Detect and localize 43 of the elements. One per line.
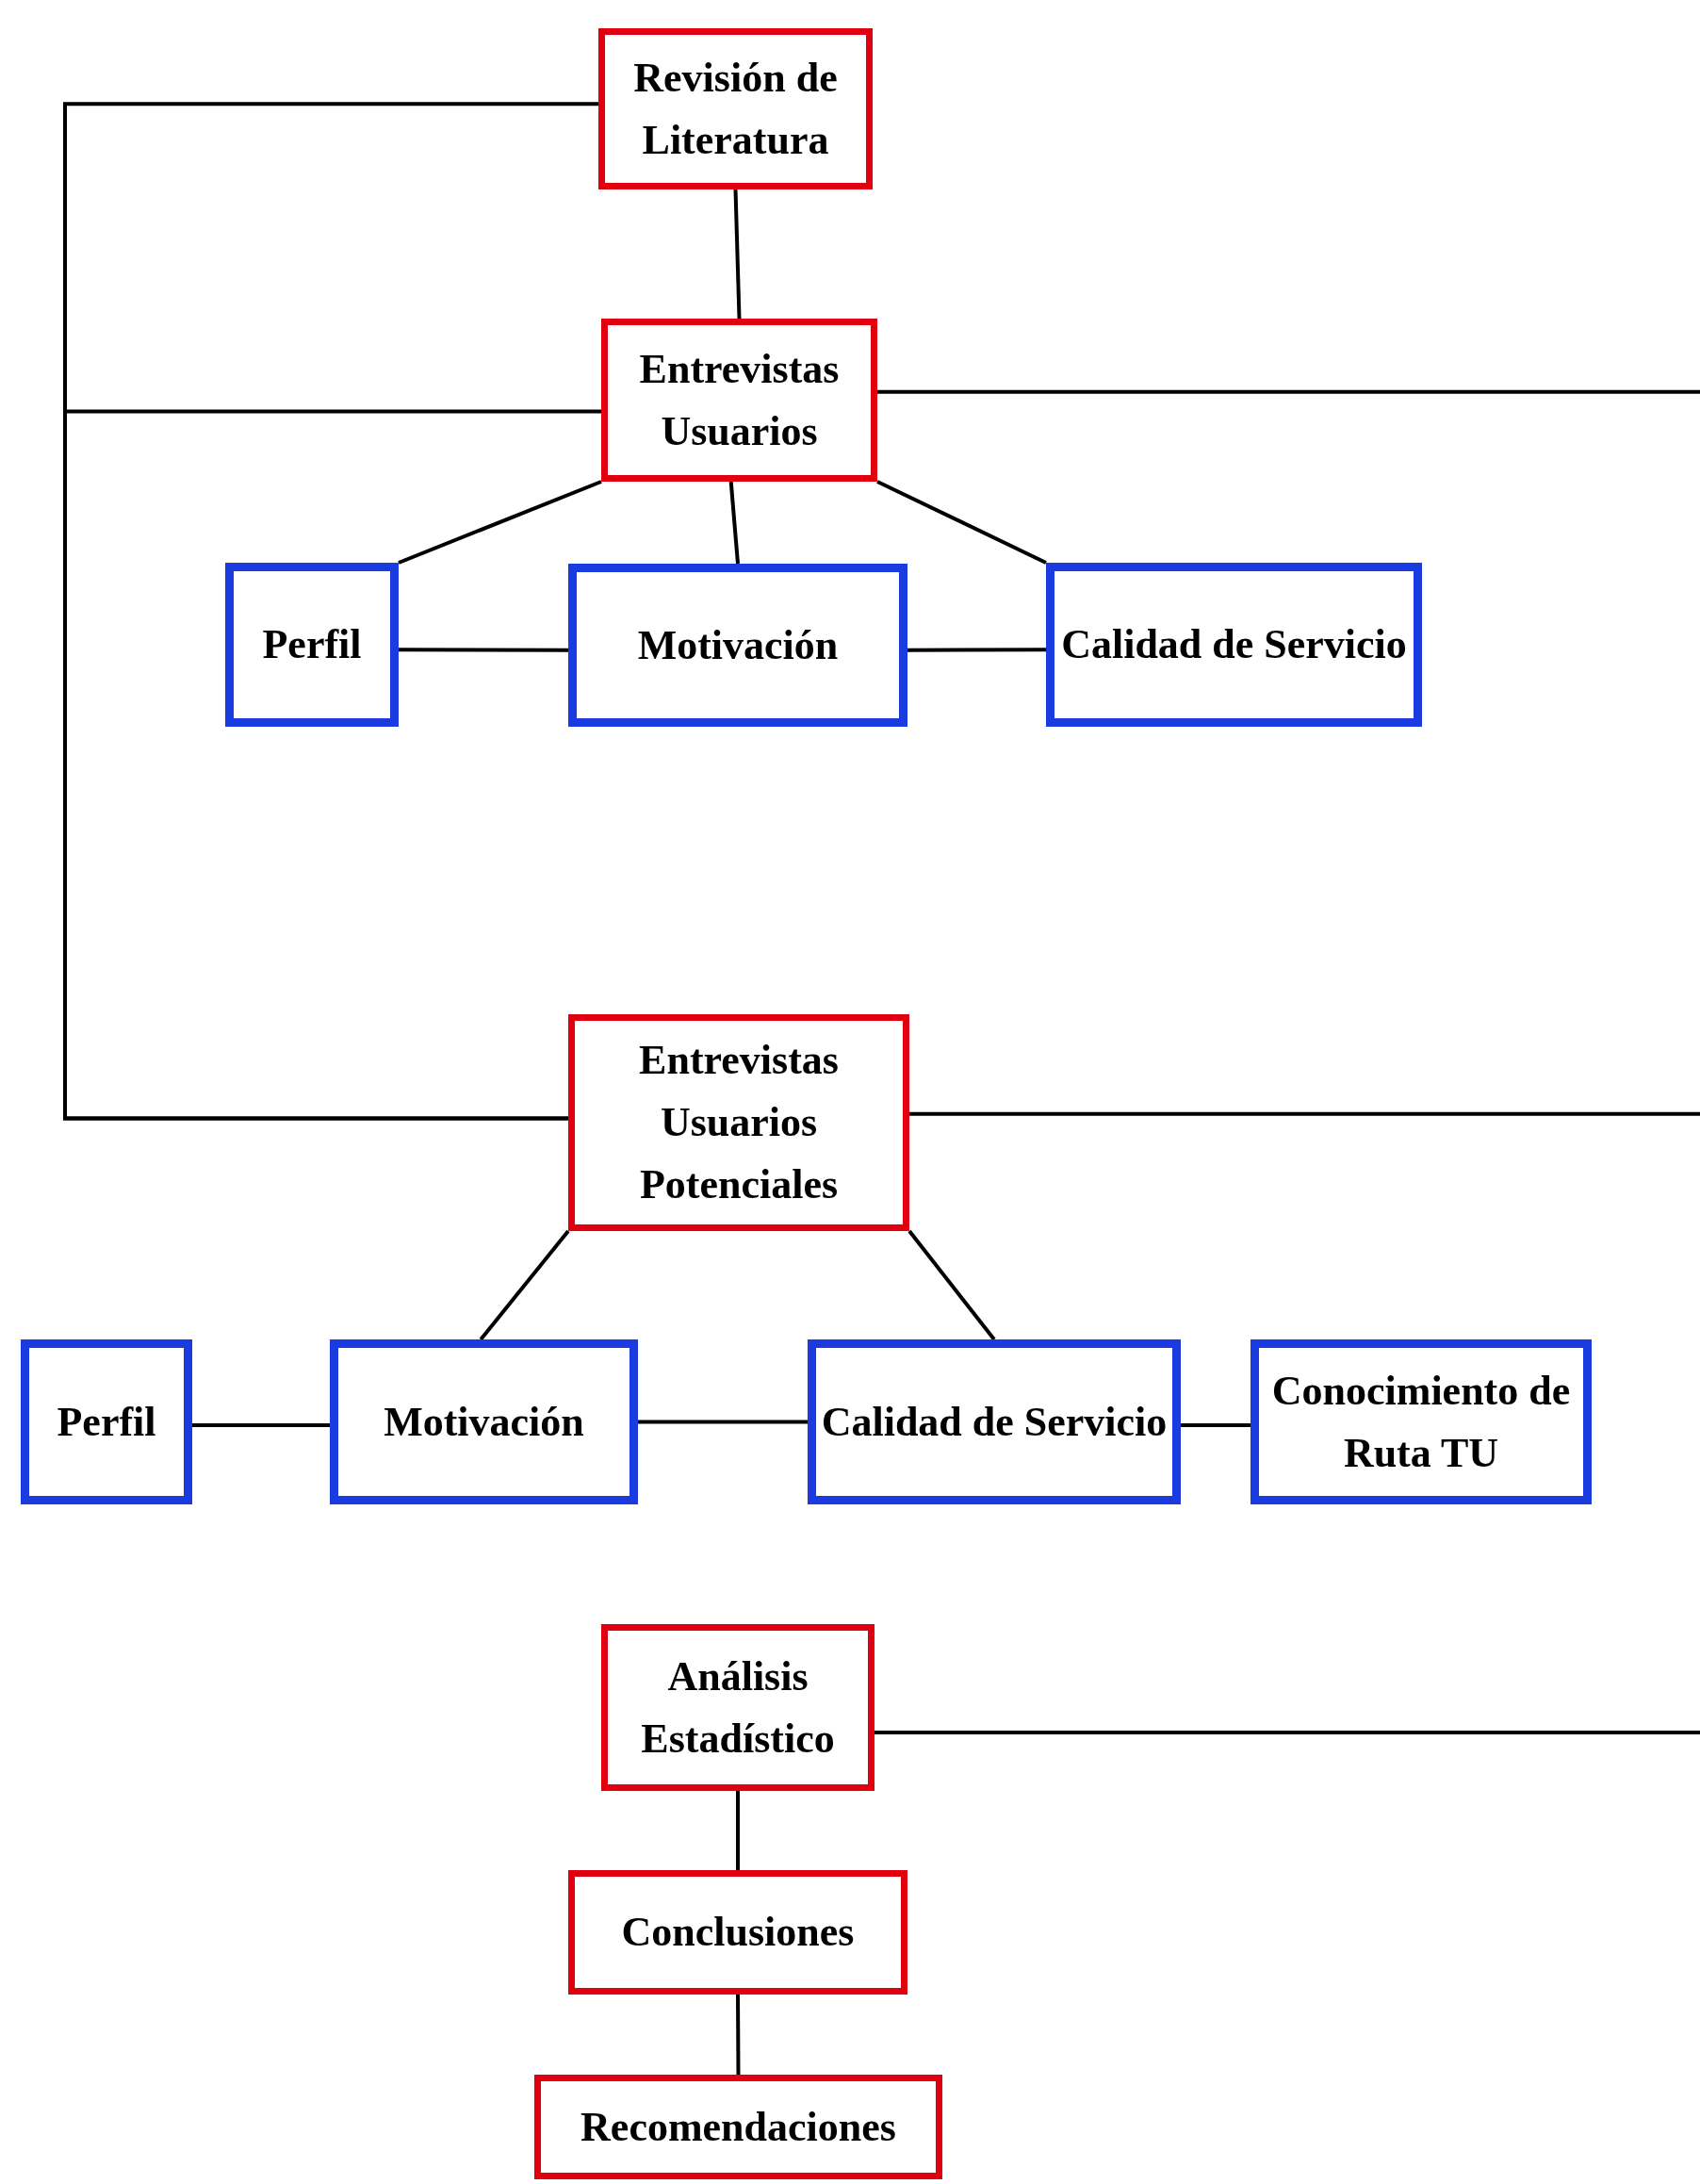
process-box [225, 563, 399, 727]
connector-line [733, 189, 742, 320]
box-label: Motivación [636, 620, 840, 670]
process-box [601, 1624, 875, 1791]
box-label: Entrevistas Usuarios [638, 344, 841, 456]
connector-line [728, 481, 740, 565]
process-box [21, 1339, 192, 1504]
connector-line [877, 389, 1700, 394]
box-label: Conocimiento de Ruta TU [1270, 1366, 1572, 1478]
box-label: Análisis Estadístico [640, 1651, 836, 1764]
box-label: Recomendaciones [580, 2102, 897, 2152]
box-label: Perfil [56, 1397, 157, 1447]
process-box [808, 1339, 1181, 1504]
connector-line [907, 1229, 996, 1341]
process-box [1250, 1339, 1592, 1504]
box-label: Motivación [383, 1397, 585, 1447]
connector-line [876, 480, 1047, 565]
connector-line [638, 1420, 808, 1424]
process-box [568, 1870, 907, 1995]
box-label: Calidad de Servicio [1060, 620, 1408, 669]
connector-line [907, 648, 1046, 652]
process-box [534, 2075, 942, 2179]
connector-line [398, 480, 602, 565]
connector-line [479, 1229, 570, 1341]
connector-line [909, 1111, 1700, 1116]
process-box [1046, 563, 1422, 727]
box-label: Calidad de Servicio [820, 1397, 1169, 1447]
connector-line [63, 409, 601, 1121]
connector-line [875, 1731, 1700, 1735]
process-box [601, 319, 877, 482]
box-label: Revisión de Literatura [632, 53, 839, 165]
connector-line [736, 1995, 741, 2075]
process-box [568, 564, 907, 727]
box-label: Conclusiones [620, 1908, 856, 1957]
process-box [598, 28, 873, 189]
process-box [330, 1339, 638, 1504]
connector-line [399, 648, 568, 652]
connector-line [192, 1423, 330, 1427]
box-label: Entrevistas Usuarios Potenciales [638, 1036, 840, 1209]
connector-line [1181, 1423, 1250, 1427]
connector-line [736, 1791, 740, 1870]
box-label: Perfil [261, 620, 363, 669]
process-box [568, 1014, 909, 1231]
